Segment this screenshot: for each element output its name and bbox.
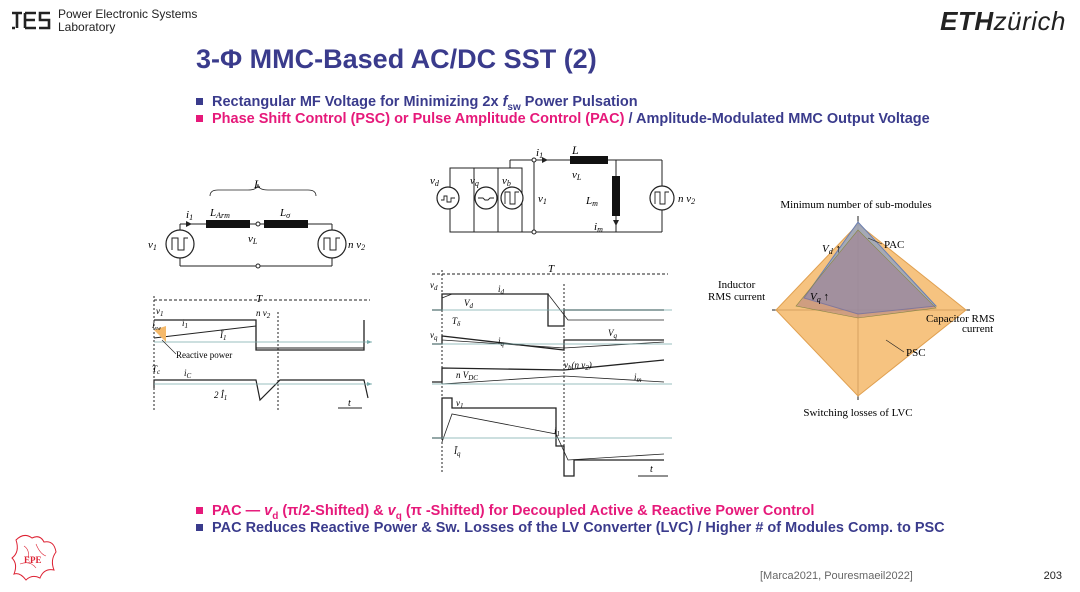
axis-left-label-2: RMS current [708,291,765,303]
bullet-bottom-2: PAC Reduces Reactive Power & Sw. Losses … [196,520,945,537]
label-v1: v1 [156,306,164,318]
epe-logo-text: EPE [24,555,42,565]
label-T: T [548,263,555,275]
label-Tdelta: Tδ [452,316,461,328]
radar-comparison: Minimum number of sub-modules Inductor R… [708,199,995,419]
bullet-top-1: Rectangular MF Voltage for Minimizing 2x… [196,94,638,116]
label-im: im [634,372,642,384]
bullet-square-icon [196,506,203,514]
label-Tc: Tc [152,364,161,376]
axis-bottom-label: Switching losses of LVC [803,407,912,419]
circuit-diagram-middle: vd vq vb v1 i1 L vL Lm im n v2 [430,143,695,235]
label-nVDC: n VDC [456,370,478,382]
label-LArm: LArm [209,207,230,220]
axis-right-label-1: Capacitor RMS [926,313,995,325]
label-i1: i1 [536,147,543,160]
label-i1: i1 [182,318,188,330]
label-i1: i1 [186,209,193,222]
series-label-psc: PSC [906,347,926,359]
bullet-var-vq: v [387,503,396,519]
label-L: L [253,177,261,191]
bullet-text-a: PAC — [212,503,265,519]
bullet-square-icon [196,97,203,105]
bullet-text: PAC Reduces Reactive Power & Sw. Losses … [212,520,945,536]
label-id: id [498,284,505,296]
label-nv2: n v2 [256,308,271,320]
label-v1: v1 [148,239,157,252]
pes-logo-icon [12,11,51,30]
label-vb: vb(n v2) [564,360,592,372]
label-L: L [571,143,579,157]
reference-note: [Marca2021, Pouresmaeil2022] [760,570,913,582]
lab-logo [11,9,51,36]
label-v1: v1 [456,398,464,410]
bullet-var-vd: v [264,503,273,519]
label-im: im [594,221,603,234]
series-label-pac: PAC [884,239,904,251]
label-Lm: Lm [585,195,598,208]
bullet-pink-text: Phase Shift Control (PSC) or Pulse Ampli… [212,111,625,127]
label-vq: vq [470,175,479,188]
label-nv2: n v2 [678,193,695,206]
label-Isw: Isw [151,321,161,332]
label-2I1: 2 Î1 [214,390,227,402]
label-vd: vd [430,280,438,292]
label-Vd: Vd [464,298,474,310]
bullet-text: Rectangular MF Voltage for Minimizing 2x [212,94,503,110]
bullet-tail: Power Pulsation [520,94,638,110]
bullet-square-icon [196,523,203,531]
lab-name-line2: Laboratory [58,20,116,34]
label-Vq: Vq [608,328,618,340]
page-number: 203 [1043,570,1062,582]
label-t: t [348,398,351,409]
eth-logo-rest: zürich [993,6,1066,36]
label-nv2: n v2 [348,239,365,252]
bullet-text-b: (π/2-Shifted) & [278,503,388,519]
label-v1: v1 [538,193,547,206]
waveform-psc: T v1 n v2 i1 Isw Î1 Reactive power Tc iC… [151,293,372,410]
label-vL: vL [248,233,258,246]
bullet-var-vq-sub: q [395,510,402,522]
eth-logo: ETHzürich [940,6,1066,37]
label-vb: vb [502,175,511,188]
label-Vd: Vd ↑ [822,243,841,256]
bullet-var-f: f [502,94,508,110]
label-t: t [650,464,653,475]
label-vL: vL [572,169,582,182]
epe-europe-map-icon: EPE [11,534,57,581]
label-i1: i1 [554,426,560,438]
axis-top-label: Minimum number of sub-modules [780,199,931,211]
bullet-square-icon [196,114,203,122]
axis-left-label-1: Inductor [718,279,756,291]
circuit-diagram-left: L i1 LArm Lσ vL v1 n v2 [148,177,365,269]
label-Iq: Ĩq [453,446,461,458]
label-I1: Î1 [219,330,227,342]
label-Vq: Vq ↑ [810,291,829,304]
epe-logo: EPE [10,530,62,591]
lab-name: Power Electronic Systems Laboratory [58,8,197,34]
label-Lsigma: Lσ [279,207,291,220]
label-T: T [256,293,263,305]
bullet-var-sub: sw [507,101,521,113]
eth-logo-bold: ETH [940,6,994,36]
axis-right-label-2: current [962,323,993,335]
bullet-top-2: Phase Shift Control (PSC) or Pulse Ampli… [196,111,930,128]
label-iC: iC [184,368,192,380]
bullet-navy-text: / Amplitude-Modulated MMC Output Voltage [624,111,930,127]
slide-title: 3-Φ MMC-Based AC/DC SST (2) [196,44,597,74]
label-reactive-power: Reactive power [176,350,232,360]
bullet-bottom-1: PAC — vd (π/2-Shifted) & vq (π -Shifted)… [196,503,814,525]
lab-name-line1: Power Electronic Systems [58,7,198,21]
label-vd: vd [430,175,440,188]
label-vq: vq [430,330,438,342]
bullet-text-c: (π -Shifted) for Decoupled Active & Reac… [401,503,815,519]
label-iq: iq [498,336,505,348]
waveform-pac: T vd id Vd Tδ vq iq Vq n VDC vb(n v2) im… [430,263,672,477]
bullet-var-vd-sub: d [272,510,279,522]
